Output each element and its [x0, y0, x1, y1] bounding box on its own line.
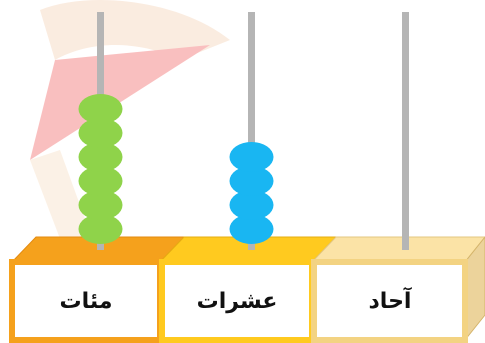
bead-tens: [229, 214, 274, 244]
watermark-logo: [30, 0, 230, 265]
bead-hundreds: [78, 118, 123, 148]
rod-tens: [248, 12, 255, 250]
base-top-ones: [310, 236, 485, 263]
label-hundreds: مئات: [60, 289, 113, 314]
rod-ones: [402, 12, 409, 250]
bead-hundreds: [78, 190, 123, 220]
bead-tens: [229, 190, 274, 220]
bead-hundreds: [78, 142, 123, 172]
bead-hundreds: [78, 166, 123, 196]
bead-tens: [229, 166, 274, 196]
bead-hundreds: [78, 94, 123, 124]
box-ones: [311, 259, 468, 343]
beads-group: [78, 94, 274, 244]
label-ones: آحاد: [369, 286, 412, 314]
label-tens: عشرات: [197, 289, 278, 314]
bead-tens: [229, 142, 274, 172]
bead-hundreds: [78, 214, 123, 244]
abacus-base: [9, 236, 485, 343]
